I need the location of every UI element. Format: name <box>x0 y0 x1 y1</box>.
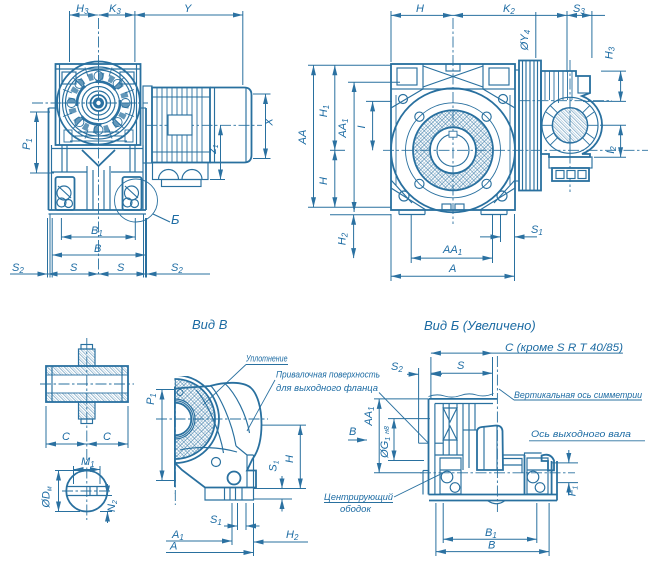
svg-text:S3: S3 <box>573 3 585 16</box>
svg-text:S1: S1 <box>210 514 222 527</box>
svg-text:AA: AA <box>297 130 309 146</box>
svg-text:Центрирующий: Центрирующий <box>324 492 394 503</box>
svg-text:S2: S2 <box>12 262 24 275</box>
svg-text:Вид В: Вид В <box>192 317 228 332</box>
svg-text:S2: S2 <box>171 262 183 275</box>
svg-text:N2: N2 <box>106 500 119 512</box>
svg-text:H: H <box>416 3 424 15</box>
svg-text:B1: B1 <box>485 527 497 540</box>
svg-text:Вертикальная ось симметрии: Вертикальная ось симметрии <box>514 390 643 401</box>
svg-text:M1: M1 <box>81 456 95 469</box>
svg-text:A: A <box>169 541 177 553</box>
svg-text:H3: H3 <box>76 3 89 16</box>
svg-text:ободок: ободок <box>340 504 371 515</box>
svg-text:ØY4: ØY4 <box>519 29 532 51</box>
svg-text:для выходного фланца: для выходного фланца <box>276 383 378 394</box>
svg-text:С (кроме S R T 40/85): С (кроме S R T 40/85) <box>505 342 623 354</box>
svg-text:A1: A1 <box>171 529 184 542</box>
svg-text:В: В <box>349 426 356 438</box>
svg-text:ØG1 н8: ØG1 н8 <box>379 426 393 459</box>
svg-text:Уплотнение: Уплотнение <box>245 354 287 365</box>
svg-text:S1: S1 <box>531 224 543 237</box>
svg-text:S2: S2 <box>391 361 403 374</box>
svg-text:H3: H3 <box>604 46 617 59</box>
svg-text:S: S <box>117 262 125 274</box>
svg-text:P1: P1 <box>21 138 34 150</box>
svg-text:AA1: AA1 <box>337 118 350 138</box>
svg-text:Y: Y <box>184 3 192 15</box>
svg-text:I: I <box>356 125 368 128</box>
svg-text:H2: H2 <box>286 529 299 542</box>
svg-text:K3: K3 <box>109 3 121 16</box>
svg-text:P1: P1 <box>145 393 158 405</box>
svg-text:A: A <box>448 263 456 275</box>
svg-text:B1: B1 <box>91 225 103 238</box>
svg-text:H: H <box>284 455 296 463</box>
svg-text:K2: K2 <box>503 3 515 16</box>
svg-text:S: S <box>70 262 78 274</box>
svg-text:I2: I2 <box>605 146 618 154</box>
svg-text:ØDм: ØDм <box>41 486 54 509</box>
svg-text:B: B <box>94 243 101 255</box>
svg-text:C: C <box>103 431 111 443</box>
svg-text:C: C <box>62 431 70 443</box>
svg-text:AA1: AA1 <box>363 406 376 426</box>
svg-text:F1: F1 <box>567 486 580 497</box>
svg-text:z1: z1 <box>207 144 220 155</box>
svg-text:Вид Б (Увеличено): Вид Б (Увеличено) <box>424 318 536 333</box>
svg-text:B: B <box>488 540 495 552</box>
svg-text:S1: S1 <box>268 460 281 471</box>
svg-text:H: H <box>318 177 330 185</box>
svg-text:Ось выходного вала: Ось выходного вала <box>531 429 631 440</box>
svg-text:X: X <box>264 118 276 127</box>
svg-text:Б: Б <box>171 212 180 227</box>
svg-text:AA1: AA1 <box>442 244 462 257</box>
svg-text:S: S <box>457 360 465 372</box>
svg-text:H1: H1 <box>318 105 331 117</box>
svg-text:H2: H2 <box>337 232 350 245</box>
svg-text:Привалочная поверхность: Привалочная поверхность <box>276 370 380 381</box>
